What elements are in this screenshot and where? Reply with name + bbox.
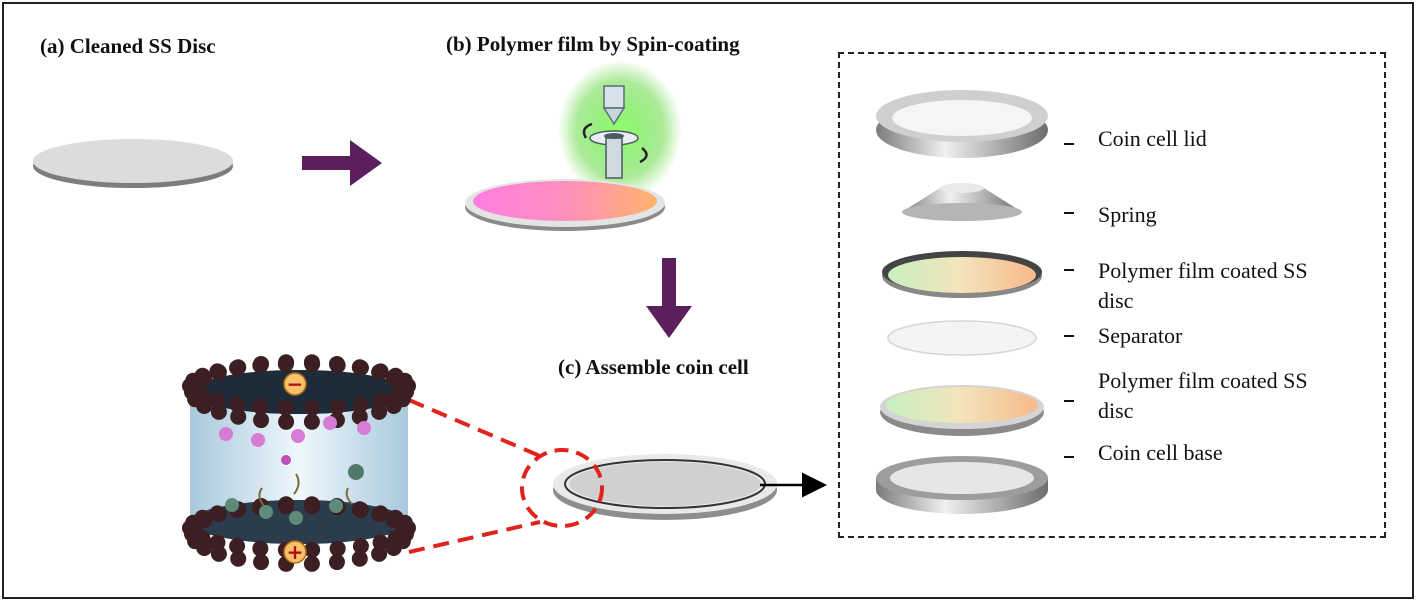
negative-electrode-marker: − xyxy=(283,372,307,396)
electrode-particle xyxy=(252,540,269,557)
electrode-particle xyxy=(385,397,402,414)
zoom-indicator xyxy=(408,398,604,554)
exploded-view-box xyxy=(838,52,1386,538)
step-c-title: (c) Assemble coin cell xyxy=(558,355,749,379)
electrode-particle xyxy=(252,398,269,415)
electrode-particle xyxy=(303,496,320,513)
label-coin-cell-base: Coin cell base xyxy=(1098,440,1223,465)
electrode-particle xyxy=(328,554,345,571)
electrode-particle xyxy=(229,538,246,555)
electrode-particle xyxy=(371,364,388,381)
electrode-particle xyxy=(328,355,345,372)
label-polymer-disc-2-line1: Polymer film coated SS xyxy=(1098,368,1308,393)
spring-leader xyxy=(1064,212,1074,214)
label-polymer-disc-1-line1: Polymer film coated SS xyxy=(1098,258,1308,283)
electrode-particle xyxy=(253,554,270,571)
coin-cell-lid-graphic xyxy=(876,90,1048,158)
polymer-disc-2-graphic xyxy=(880,385,1044,436)
positive-sign: + xyxy=(287,540,304,564)
electrode-particle xyxy=(230,550,247,567)
electrode-particle xyxy=(278,496,295,513)
electrode-particle xyxy=(371,545,388,562)
assembled-coin-cell xyxy=(553,454,777,520)
electrode-particle xyxy=(210,364,227,381)
cleaned-ss-disc xyxy=(33,139,233,188)
electrode-particle xyxy=(394,376,411,393)
electrode-particle xyxy=(230,408,247,425)
electrode-particle xyxy=(230,359,247,376)
electrode-particle xyxy=(303,555,320,572)
label-coin-cell-lid: Coin cell lid xyxy=(1098,126,1207,151)
film2-leader xyxy=(1064,400,1074,402)
electrode-particle xyxy=(351,501,368,518)
separator-leader xyxy=(1064,335,1074,337)
electrode-particle xyxy=(253,412,270,429)
electrode-particle xyxy=(196,512,213,529)
spring-graphic xyxy=(902,183,1022,221)
electrode-particle xyxy=(210,506,227,523)
base-leader xyxy=(1064,456,1074,458)
electrode-particle xyxy=(351,359,368,376)
label-polymer-disc-2-line2: disc xyxy=(1098,398,1134,423)
spin-coating-setup xyxy=(465,60,682,231)
electrode-particle xyxy=(371,506,388,523)
electrode-particle xyxy=(329,540,346,557)
electrode-particle xyxy=(303,354,320,371)
electrode-particle xyxy=(277,399,294,416)
electrode-particle xyxy=(371,403,388,420)
arrow-down-bc xyxy=(646,258,692,338)
electrode-particle xyxy=(278,413,295,430)
negative-sign: − xyxy=(287,372,304,396)
electrode-particle xyxy=(352,396,369,413)
electrode-particle xyxy=(304,541,321,558)
electrode-particle xyxy=(329,398,346,415)
coin-cell-base-graphic xyxy=(876,456,1048,514)
step-b-title: (b) Polymer film by Spin-coating xyxy=(446,32,740,56)
label-polymer-disc-1: Polymer film coated SS disc xyxy=(1098,256,1308,316)
electrode-particle xyxy=(385,539,402,556)
electrode-particle xyxy=(351,550,368,567)
label-separator: Separator xyxy=(1098,323,1183,348)
polymer-disc-1-graphic xyxy=(882,251,1042,298)
arrow-right-ab xyxy=(302,140,382,186)
electrode-particle xyxy=(394,518,411,535)
label-polymer-disc-1-line2: disc xyxy=(1098,288,1134,313)
electrode-particle xyxy=(229,396,246,413)
electrode-particle xyxy=(210,545,227,562)
lid-leader xyxy=(1064,143,1074,145)
film1-leader xyxy=(1064,269,1074,271)
electrode-particle xyxy=(278,354,295,371)
electrode-particle xyxy=(351,408,368,425)
electrode-particle xyxy=(303,413,320,430)
electrode-particle xyxy=(210,403,227,420)
electrode-particle xyxy=(352,538,369,555)
battery-cross-section xyxy=(182,354,416,572)
label-spring: Spring xyxy=(1098,202,1157,227)
electrode-particle xyxy=(304,399,321,416)
electrode-particle xyxy=(253,355,270,372)
electrode-particle xyxy=(196,370,213,387)
label-polymer-disc-2: Polymer film coated SS disc xyxy=(1098,366,1308,426)
positive-electrode-marker: + xyxy=(283,540,307,564)
step-a-title: (a) Cleaned SS Disc xyxy=(40,34,216,58)
separator-graphic xyxy=(887,320,1037,356)
